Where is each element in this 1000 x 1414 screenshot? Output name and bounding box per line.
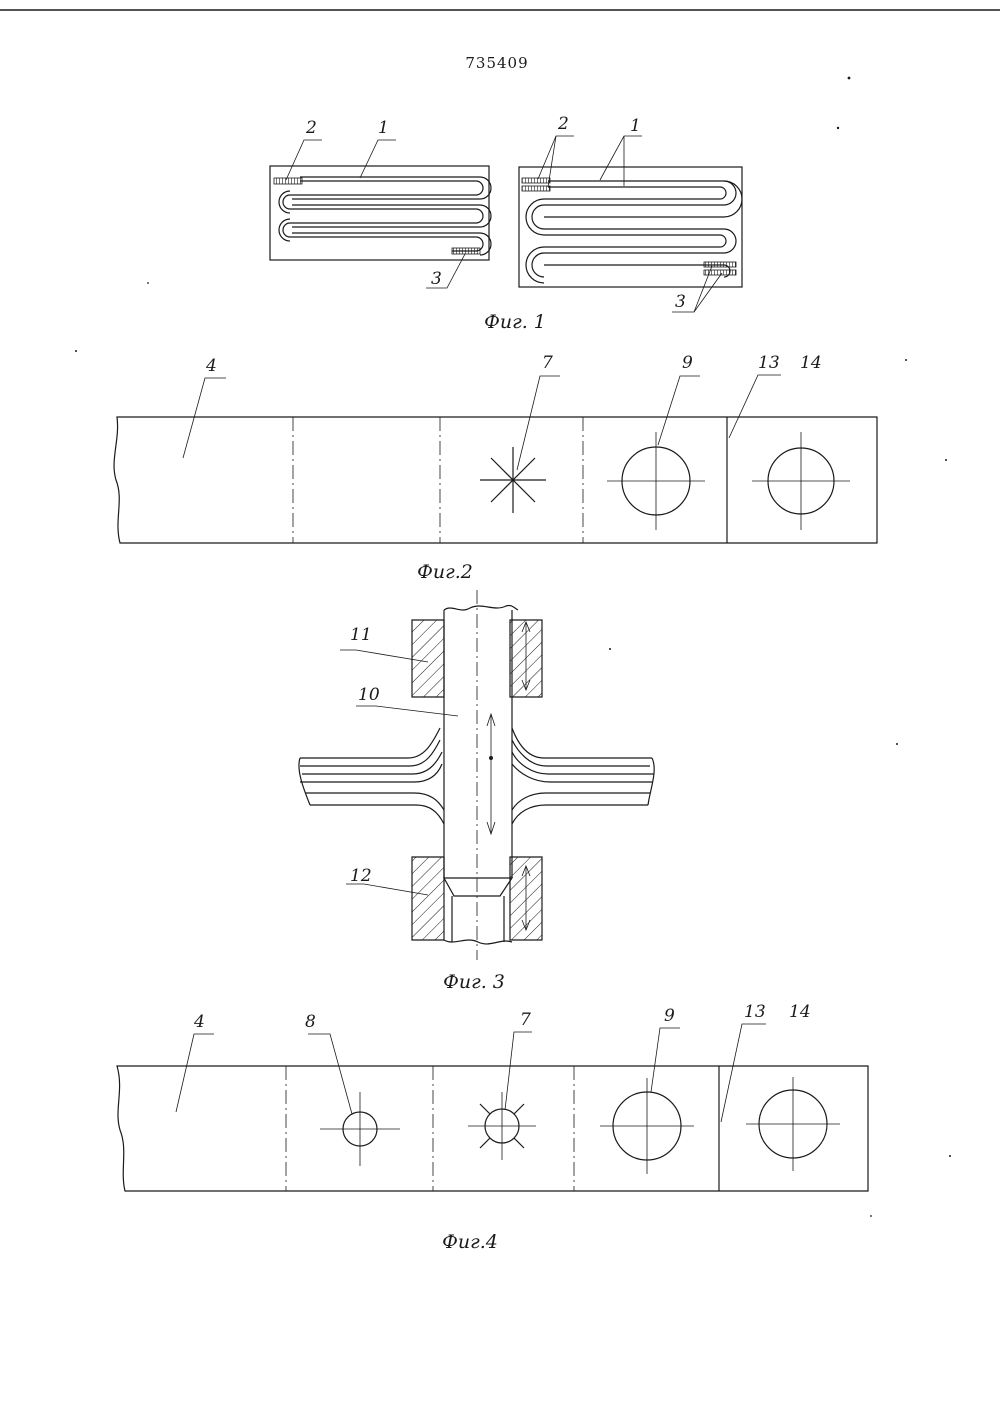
fig1-right-label-1: 1 <box>630 116 641 136</box>
fig1-right-label-2: 2 <box>557 114 569 134</box>
fig4-label-8: 8 <box>305 1012 316 1032</box>
fig4-hole-9 <box>600 1078 694 1174</box>
fig3-label-11: 11 <box>350 625 372 645</box>
fig2-caption: Фиг.2 <box>417 561 473 583</box>
fig3-sheet-layers-right <box>512 728 654 824</box>
fig4-blank-hole-14 <box>746 1077 840 1171</box>
figure-2: 4 7 9 13 14 Фиг.2 <box>114 353 877 583</box>
fig1-left-lead-3 <box>452 248 480 254</box>
fig4-label-9: 9 <box>664 1006 675 1026</box>
fig1-right-lead-3a <box>704 262 736 267</box>
fig1-left-label-2: 2 <box>305 118 317 138</box>
fig4-slit-hole-7 <box>468 1092 536 1160</box>
figure-1: 2 1 3 2 1 3 Фиг. 1 <box>270 114 742 333</box>
fig2-hole-9 <box>607 432 705 530</box>
fig3-label-10: 10 <box>358 685 380 705</box>
fig3-sheet-layers-left <box>299 728 444 824</box>
fig1-left-lead-2 <box>274 178 302 184</box>
fig3-upper-die-left <box>412 620 444 697</box>
fig1-left-label-1: 1 <box>378 118 389 138</box>
fig1-caption: Фиг. 1 <box>484 311 546 333</box>
fig4-caption: Фиг.4 <box>442 1231 498 1253</box>
fig4-label-13: 13 <box>744 1002 766 1022</box>
fig2-blank-hole-14 <box>752 432 850 530</box>
fig2-label-13: 13 <box>758 353 780 373</box>
fig3-punch-10 <box>444 590 518 960</box>
fig2-label-4: 4 <box>205 356 217 376</box>
fig4-pilot-hole-8 <box>320 1092 400 1166</box>
fig2-label-7: 7 <box>542 353 553 373</box>
fig1-right-lead-2a <box>522 178 550 183</box>
fig1-right-label-3: 3 <box>675 292 686 312</box>
fig3-caption: Фиг. 3 <box>443 971 505 993</box>
fig3-lower-die-left <box>412 857 444 940</box>
patent-number: 735409 <box>465 54 528 72</box>
fig3-label-12: 12 <box>350 866 372 886</box>
fig1-left-panel: 2 1 3 <box>270 118 491 289</box>
fig1-right-lead-2b <box>522 186 550 191</box>
fig2-label-9: 9 <box>682 353 693 373</box>
fig4-label-7: 7 <box>520 1010 531 1030</box>
figure-3: 11 10 12 Фиг. 3 <box>299 590 654 993</box>
fig2-star-cut-7 <box>480 447 546 513</box>
fig4-label-4: 4 <box>193 1012 205 1032</box>
fig4-label-14: 14 <box>789 1002 811 1022</box>
fig3-stroke-arrow-punch <box>487 714 495 834</box>
fig1-left-label-3: 3 <box>431 269 442 289</box>
figure-4: 4 8 7 9 13 14 Фиг.4 <box>117 1002 868 1253</box>
fig2-label-14: 14 <box>800 353 822 373</box>
fig1-right-panel: 2 1 3 <box>519 114 742 312</box>
fig4-strip-outline <box>117 1066 868 1191</box>
